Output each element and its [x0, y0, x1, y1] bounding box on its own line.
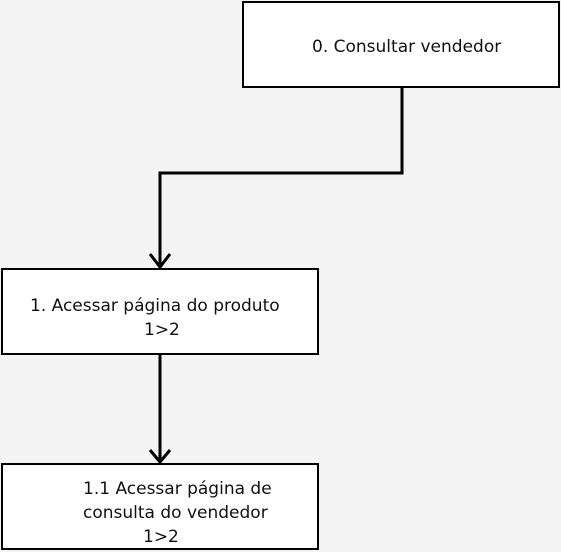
arrowhead-1-to-1-1 — [148, 449, 172, 465]
node-label-transition: 1>2 — [144, 320, 180, 340]
node-acessar-pagina-consulta-vendedor: 1.1 Acessar página de consulta do vended… — [1, 463, 319, 550]
node-label: consulta do vendedor — [83, 503, 268, 523]
node-label: 1. Acessar página do produto — [30, 296, 280, 316]
node-consultar-vendedor: 0. Consultar vendedor — [242, 1, 560, 88]
edge-0-to-1 — [158, 88, 404, 264]
arrowhead-0-to-1 — [148, 253, 172, 270]
node-label-transition: 1>2 — [143, 527, 179, 547]
node-label: 1.1 Acessar página de — [83, 479, 272, 499]
node-label: 0. Consultar vendedor — [312, 37, 502, 57]
node-acessar-pagina-produto: 1. Acessar página do produto 1>2 — [1, 268, 319, 355]
